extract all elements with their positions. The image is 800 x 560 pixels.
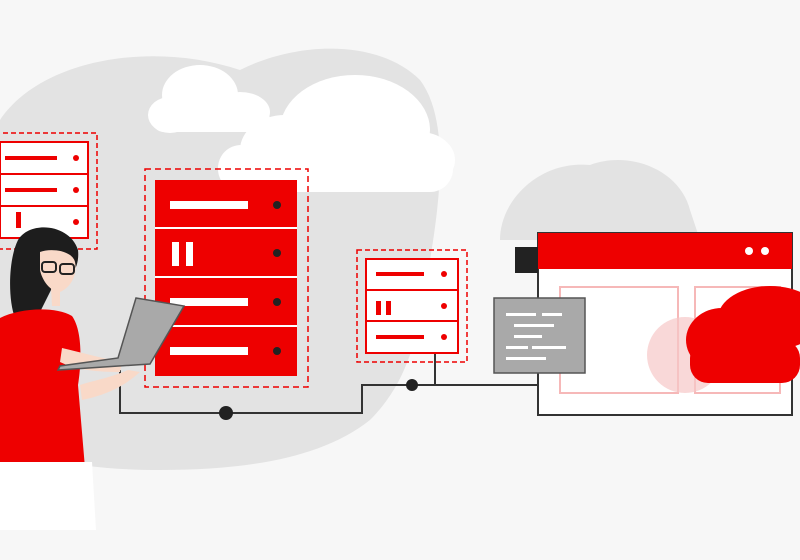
woman-with-laptop-icon bbox=[0, 227, 186, 530]
connection-node bbox=[406, 379, 418, 391]
code-panel-icon bbox=[493, 297, 586, 374]
pants bbox=[0, 462, 96, 530]
red-cloud-icon bbox=[686, 286, 800, 383]
cloud-small-icon bbox=[148, 65, 270, 133]
face bbox=[40, 250, 76, 292]
laptop bbox=[56, 297, 186, 371]
right-gray-blob bbox=[500, 160, 700, 240]
server-rack-large-icon bbox=[144, 168, 309, 388]
server-rack-small-icon bbox=[0, 132, 98, 250]
connection-node bbox=[219, 406, 233, 420]
server-rack-medium-icon bbox=[356, 249, 468, 363]
shirt bbox=[0, 309, 85, 468]
